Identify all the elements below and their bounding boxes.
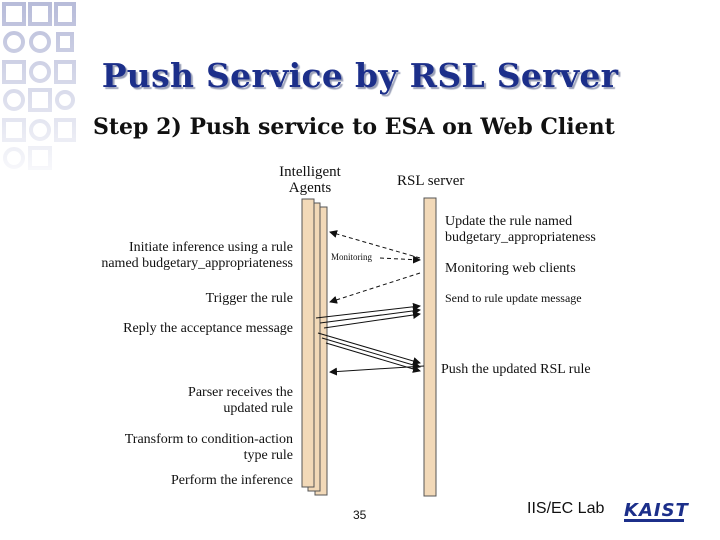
server-lifeline — [423, 197, 437, 497]
label-initiate-inference: Initiate inference using a rule named bu… — [60, 240, 293, 272]
monitoring-arrow-label: Monitoring — [331, 252, 373, 262]
arrow-push — [317, 332, 421, 373]
label-update-line1: Update the rule named — [445, 214, 573, 229]
page-title: Push Service by RSL Server — [101, 56, 619, 95]
label-push-rule: Push the updated RSL rule — [441, 362, 591, 377]
label-initiate-line2: named budgetary_appropriateness — [101, 256, 293, 271]
page-number: 35 — [353, 508, 367, 522]
label-parser-receives: Parser receives the updated rule — [60, 385, 293, 417]
actor-agents-line1: Intelligent — [279, 164, 341, 180]
decorative-pattern — [2, 2, 76, 170]
label-parser-line2: updated rule — [223, 401, 293, 416]
label-initiate-line1: Initiate inference using a rule — [128, 240, 293, 255]
kaist-logo: KAIST — [624, 500, 689, 521]
label-parser-line1: Parser receives the — [188, 385, 293, 400]
arrow-server-to-agent — [329, 365, 425, 376]
label-monitoring-clients: Monitoring web clients — [445, 261, 576, 276]
kaist-logo-underline — [624, 519, 684, 522]
arrow-trigger — [329, 272, 421, 304]
label-transform-line2: type rule — [243, 448, 293, 463]
agent-lifeline-front — [301, 198, 315, 488]
actor-agents-line2: Agents — [288, 180, 332, 196]
label-update-rule: Update the rule named budgetary_appropri… — [445, 214, 596, 246]
label-transform-line1: Transform to condition-action — [124, 432, 293, 447]
arrow-monitoring-up — [329, 230, 421, 259]
actor-server-label: RSL server — [397, 173, 465, 189]
arrow-reply — [315, 302, 421, 329]
label-perform-inference: Perform the inference — [170, 473, 293, 488]
actor-agents-label: Intelligent Agents — [262, 164, 358, 196]
page-subtitle: Step 2) Push service to ESA on Web Clien… — [93, 114, 615, 140]
label-send-update: Send to rule update message — [445, 291, 582, 305]
label-transform-rule: Transform to condition-action type rule — [60, 432, 293, 464]
label-trigger-rule: Trigger the rule — [205, 291, 293, 306]
arrow-monitoring-right — [379, 255, 421, 264]
label-reply-acceptance: Reply the acceptance message — [123, 321, 293, 336]
label-update-line2: budgetary_appropriateness — [445, 230, 596, 245]
lab-name: IIS/EC Lab — [527, 500, 605, 517]
